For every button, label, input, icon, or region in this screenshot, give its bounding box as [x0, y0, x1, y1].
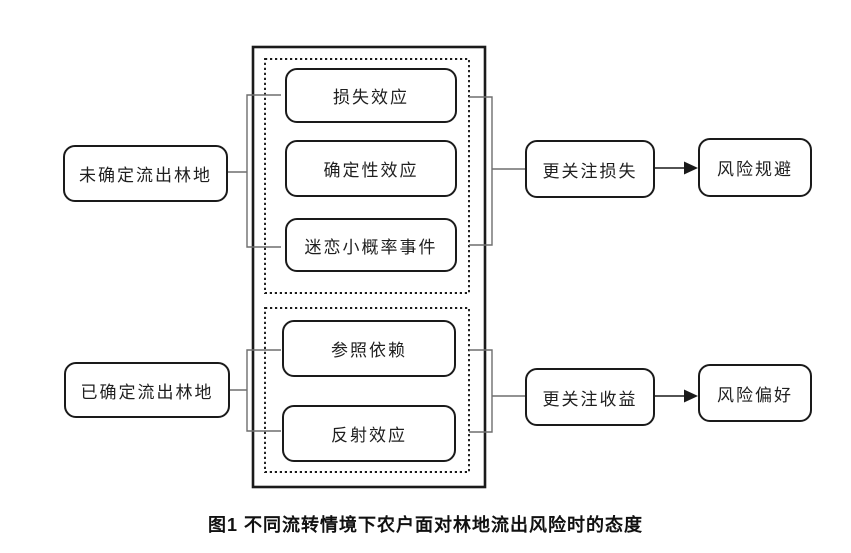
node-effect-loss: 损失效应: [285, 68, 457, 123]
outer-frame: [251, 45, 487, 489]
node-focus-gain: 更关注收益: [525, 368, 655, 426]
node-label: 损失效应: [333, 88, 409, 107]
bracket-right-top: [469, 96, 493, 246]
node-effect-small-probability: 迷恋小概率事件: [285, 218, 457, 272]
node-attitude-risk-averse: 风险规避: [698, 138, 812, 197]
node-label: 未确定流出林地: [79, 166, 212, 185]
node-effect-reflection: 反射效应: [282, 405, 456, 462]
arrowhead-icon: [684, 389, 698, 403]
node-label: 反射效应: [331, 426, 407, 445]
node-label: 参照依赖: [331, 341, 407, 360]
node-label: 风险规避: [717, 160, 793, 179]
bracket-left-top: [246, 94, 281, 248]
node-label: 更关注损失: [542, 161, 638, 181]
node-label: 已确定流出林地: [80, 382, 214, 402]
node-label: 更关注收益: [542, 389, 638, 409]
node-effect-reference-dependence: 参照依赖: [282, 320, 456, 377]
node-source-uncertain: 未确定流出林地: [63, 145, 228, 202]
node-effect-certainty: 确定性效应: [285, 140, 457, 197]
node-source-certain: 已确定流出林地: [64, 362, 230, 418]
arrowhead-icon: [684, 161, 698, 175]
bracket-right-bottom: [469, 349, 493, 433]
figure-caption-text: 图1 不同流转情境下农户面对林地流出风险时的态度: [207, 515, 643, 535]
dotted-group-frame-uncertain: [264, 58, 470, 294]
node-label: 迷恋小概率事件: [304, 237, 438, 257]
dotted-group-frame-certain: [264, 307, 470, 473]
node-label: 风险偏好: [717, 385, 793, 405]
node-label: 确定性效应: [323, 161, 419, 180]
figure-caption: 图1 不同流转情境下农户面对林地流出风险时的态度: [0, 511, 851, 537]
node-focus-loss: 更关注损失: [525, 140, 655, 198]
node-attitude-risk-preference: 风险偏好: [698, 364, 812, 422]
